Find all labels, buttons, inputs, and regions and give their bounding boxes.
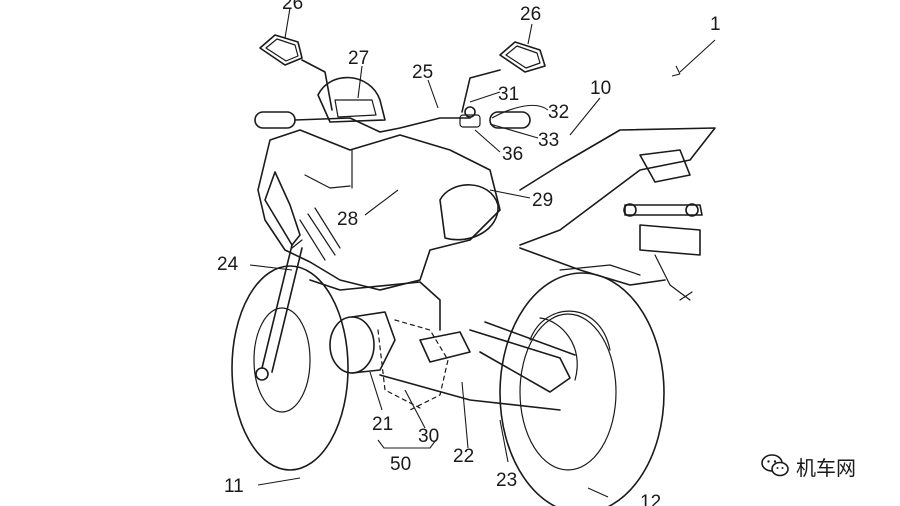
label-23: 23 <box>496 470 517 491</box>
label-11: 11 <box>224 476 244 497</box>
exhaust <box>379 317 578 411</box>
rear-wheel <box>499 272 665 506</box>
wechat-icon <box>761 454 789 477</box>
label-26-right: 26 <box>520 4 541 25</box>
label-25: 25 <box>412 62 433 83</box>
windscreen <box>317 76 386 123</box>
handlebars <box>254 106 531 133</box>
label-24: 24 <box>217 254 239 275</box>
label-12: 12 <box>640 492 661 506</box>
front-wheel <box>231 265 349 471</box>
label-33: 33 <box>538 130 559 151</box>
label-27: 27 <box>348 48 369 69</box>
label-26-left: 26 <box>282 0 303 14</box>
label-50: 50 <box>390 454 411 475</box>
mirrors <box>259 34 546 113</box>
engine-frame <box>299 207 449 411</box>
label-32: 32 <box>548 102 569 123</box>
label-29: 29 <box>532 190 553 211</box>
reference-numerals: 26 26 27 25 31 32 33 36 1 10 28 29 24 21… <box>217 0 721 506</box>
watermark-text: 机车网 <box>796 455 856 480</box>
tail-section <box>519 127 716 301</box>
label-28: 28 <box>337 209 358 230</box>
front-fork <box>261 239 303 373</box>
label-21: 21 <box>372 414 393 435</box>
label-30: 30 <box>418 426 439 447</box>
leader-lines <box>249 7 716 498</box>
label-1: 1 <box>710 14 721 35</box>
label-22: 22 <box>453 446 474 467</box>
watermark: 机车网 <box>760 452 856 480</box>
fuel-tank <box>257 129 501 291</box>
label-36: 36 <box>502 144 523 165</box>
label-31: 31 <box>498 84 519 105</box>
label-10: 10 <box>590 78 611 99</box>
